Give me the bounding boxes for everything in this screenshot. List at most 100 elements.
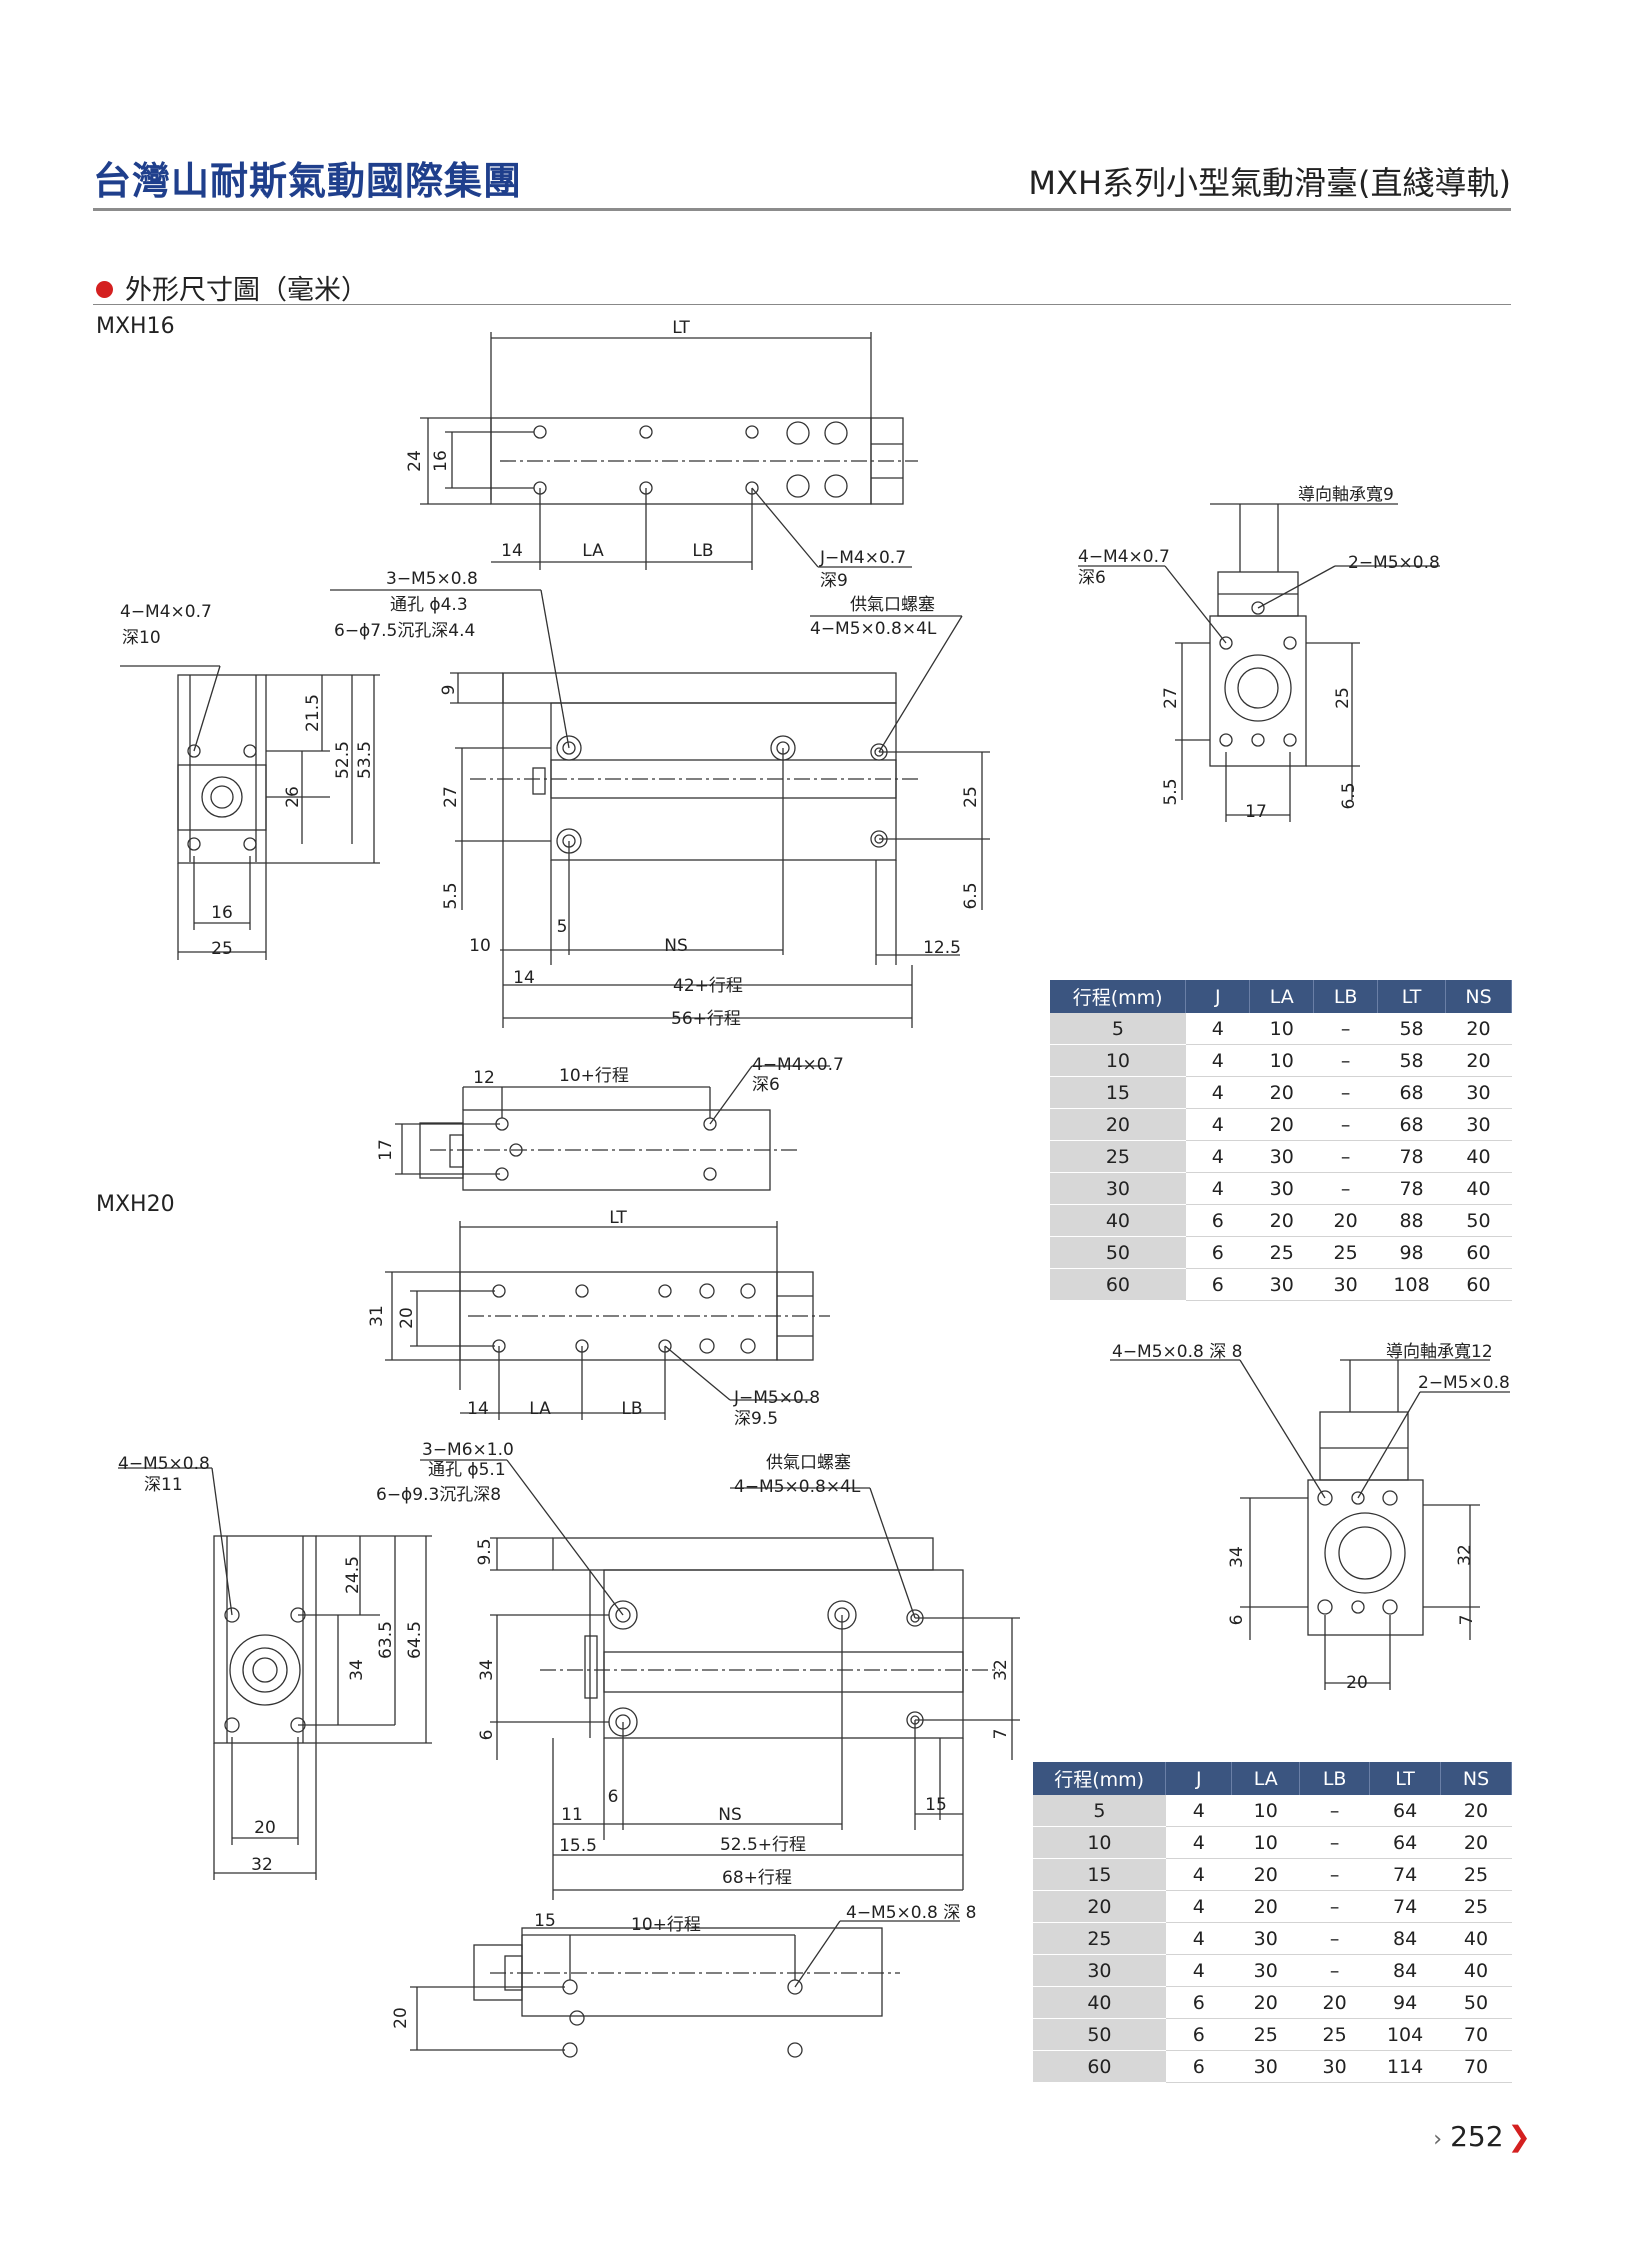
dim-label: 20: [397, 1307, 417, 1329]
dim-label: 63.5: [376, 1621, 396, 1659]
mxh16-side-view: [120, 665, 380, 960]
note-label: 3−M6×1.0: [422, 1440, 514, 1460]
table-cell: 74: [1369, 1858, 1441, 1891]
dim-label: NS: [718, 1805, 742, 1825]
table-cell: 10: [1033, 1826, 1166, 1859]
table-cell: 15: [1050, 1076, 1186, 1109]
table-cell: 70: [1440, 2018, 1512, 2051]
column-header: 行程(mm): [1050, 980, 1187, 1013]
dim-label: 10: [469, 936, 491, 956]
dim-label: 42+行程: [673, 976, 743, 996]
note-label: 6−ϕ7.5沉孔深4.4: [334, 621, 475, 641]
dim-label: 9: [439, 685, 459, 696]
dim-label: 34: [347, 1659, 367, 1681]
column-header: 行程(mm): [1033, 1762, 1167, 1795]
column-header: NS: [1445, 980, 1512, 1013]
mxh20-bottom-view: [410, 1920, 960, 2058]
table-cell: 25: [1231, 2018, 1300, 2051]
table-cell: 20: [1231, 1858, 1300, 1891]
table-cell: 4: [1185, 1076, 1250, 1109]
table-cell: 4: [1185, 1044, 1250, 1077]
table-cell: 40: [1445, 1172, 1512, 1205]
note-label: 深9: [820, 571, 848, 591]
table-cell: 20: [1231, 1986, 1300, 2019]
note-label: 3−M5×0.8: [386, 569, 478, 589]
table-cell: 58: [1377, 1013, 1446, 1045]
table-cell: –: [1299, 1826, 1370, 1859]
table-cell: 70: [1440, 2050, 1512, 2083]
table-cell: 40: [1445, 1140, 1512, 1173]
note-label: 深10: [122, 628, 161, 648]
mxh16-end-view: [1078, 503, 1440, 822]
table-cell: –: [1299, 1890, 1370, 1923]
dim-label: NS: [664, 936, 688, 956]
table-cell: 60: [1445, 1236, 1512, 1269]
table-cell: 60: [1445, 1268, 1512, 1301]
column-header: LA: [1231, 1762, 1301, 1795]
chevron-right-icon: ›: [1433, 2127, 1443, 2152]
dim-label: 10+行程: [631, 1915, 701, 1935]
table-cell: 60: [1033, 2050, 1166, 2083]
column-header: LT: [1377, 980, 1447, 1013]
table-cell: 25: [1050, 1140, 1186, 1173]
table-cell: 114: [1369, 2050, 1441, 2083]
table-cell: –: [1313, 1013, 1378, 1045]
dim-label: 16: [431, 450, 451, 472]
dim-label: 20: [391, 2007, 411, 2029]
mxh16-top-view: [420, 332, 918, 570]
note-label: 4−M4×0.7: [752, 1055, 844, 1075]
table-cell: 30: [1249, 1268, 1314, 1301]
table-cell: 40: [1033, 1986, 1166, 2019]
dim-label: 7: [991, 1729, 1011, 1740]
table-cell: 4: [1185, 1140, 1250, 1173]
table-cell: 30: [1231, 1922, 1300, 1955]
table-cell: 4: [1165, 1795, 1232, 1827]
note-label: 供氣口螺塞: [766, 1453, 851, 1473]
note-label: 2−M5×0.8: [1418, 1373, 1510, 1393]
table-cell: 20: [1249, 1204, 1314, 1237]
table-cell: 58: [1377, 1044, 1446, 1077]
dim-label: LA: [582, 541, 604, 561]
page-number: › 252❯: [1433, 2120, 1531, 2153]
dim-label: 68+行程: [722, 1868, 792, 1888]
table-cell: 4: [1165, 1826, 1232, 1859]
model-label-mxh16: MXH16: [96, 314, 175, 339]
mxh16-front-view: [330, 589, 990, 1028]
table-cell: 15: [1033, 1858, 1166, 1891]
table-cell: 6: [1185, 1268, 1250, 1301]
table-cell: 68: [1377, 1108, 1446, 1141]
table-cell: 98: [1377, 1236, 1446, 1269]
dim-label: 34: [1227, 1546, 1247, 1568]
arrow-right-icon: ❯: [1507, 2120, 1531, 2153]
dim-label: 25: [211, 939, 233, 959]
table-cell: 25: [1440, 1890, 1512, 1923]
company-name: 台灣山耐斯氣動國際集團: [93, 159, 523, 203]
table-cell: 108: [1377, 1268, 1446, 1301]
note-label: 深6: [1078, 568, 1106, 588]
column-header: LB: [1299, 1762, 1371, 1795]
table-cell: 50: [1440, 1986, 1512, 2019]
dim-label: 27: [1161, 687, 1181, 709]
note-label: 4−M4×0.7: [120, 602, 212, 622]
dim-label: 27: [441, 786, 461, 808]
mxh20-side-view: [118, 1467, 432, 1880]
table-cell: 4: [1165, 1954, 1232, 1987]
table-cell: 25: [1440, 1858, 1512, 1891]
dim-label: 6: [608, 1787, 619, 1807]
header-rule: [93, 208, 1511, 211]
dim-label: 10+行程: [559, 1066, 629, 1086]
dim-label: 14: [513, 968, 535, 988]
table-cell: 68: [1377, 1076, 1446, 1109]
dim-label: 32: [991, 1659, 1011, 1681]
dim-label: 15: [534, 1911, 556, 1931]
page-number-value: 252: [1450, 2120, 1504, 2153]
mxh20-front-view: [420, 1459, 1020, 1900]
table-cell: 20: [1440, 1826, 1512, 1859]
